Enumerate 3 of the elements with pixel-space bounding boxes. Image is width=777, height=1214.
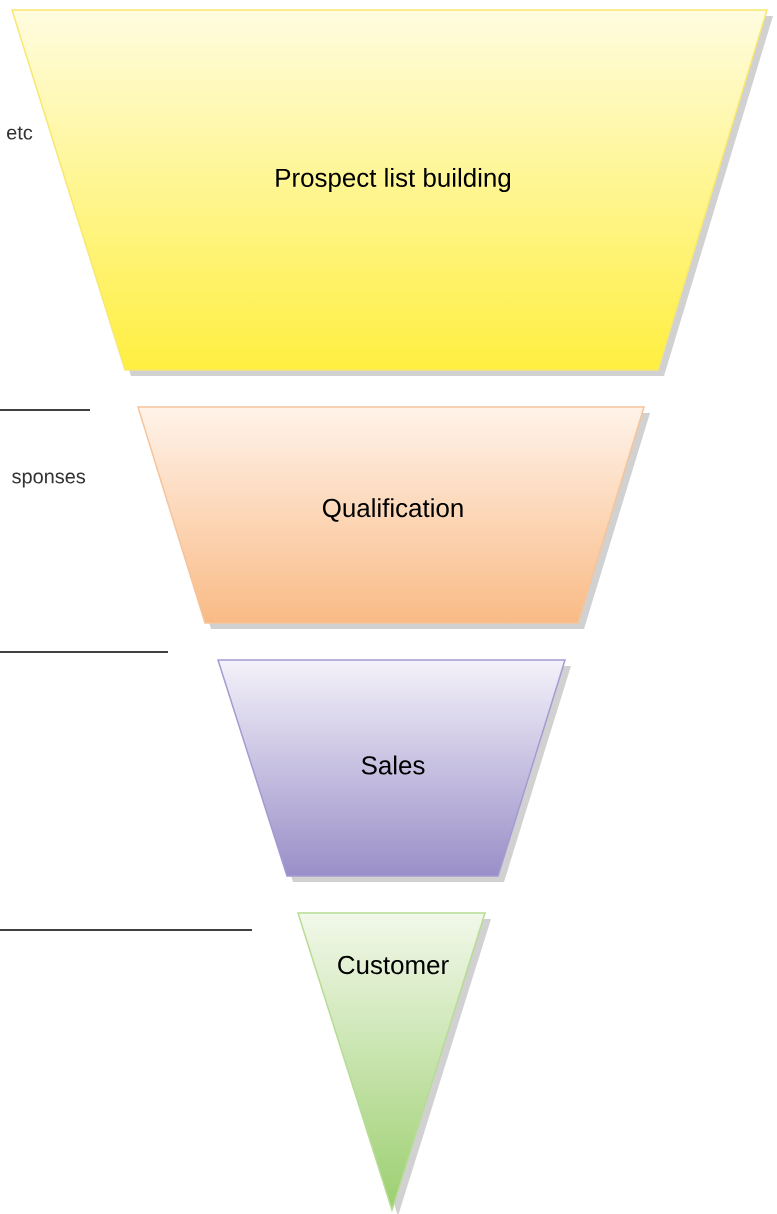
side-note: sponses bbox=[12, 472, 86, 488]
funnel-stage: Qualification bbox=[137, 406, 650, 629]
side-note: etc bbox=[7, 126, 33, 140]
